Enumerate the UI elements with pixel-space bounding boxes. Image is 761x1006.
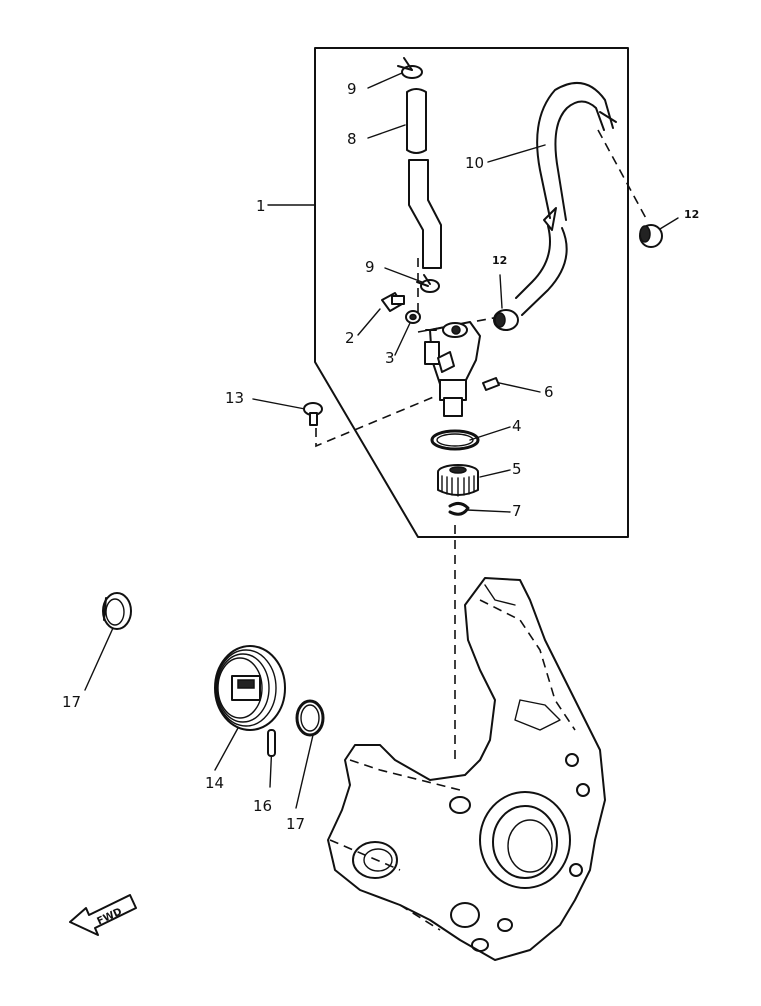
callout-8: 8	[347, 130, 357, 148]
mounting-screw	[303, 402, 323, 426]
callout-4: 4	[512, 417, 522, 435]
leader-lines	[84, 72, 679, 809]
grommet-right	[639, 224, 663, 248]
seal-ring-bottom	[295, 699, 325, 737]
washer	[405, 310, 421, 324]
pump-pin	[482, 377, 500, 391]
callout-9-top: 9	[347, 80, 357, 98]
callout-17-left: 17	[62, 693, 81, 711]
callout-12-right: 12	[684, 208, 699, 221]
callout-12-mid: 12	[492, 254, 507, 267]
oil-pump-body	[424, 321, 481, 417]
callout-17-bottom: 17	[286, 815, 305, 833]
oil-hose	[515, 81, 617, 316]
crankcase-housing	[327, 577, 606, 961]
callout-6: 6	[544, 383, 554, 401]
callout-14: 14	[205, 774, 224, 792]
callout-1: 1	[256, 197, 266, 215]
callout-16: 16	[253, 797, 272, 815]
o-ring	[430, 429, 480, 451]
callout-2: 2	[345, 329, 355, 347]
callout-10: 10	[465, 154, 484, 172]
alignment-lines	[315, 129, 649, 760]
callout-numbers: 1 2 3 4 5 6 7 8 9 9 10 12 12 13 14 16 17…	[62, 80, 699, 833]
bolt	[381, 292, 405, 312]
callout-9-mid: 9	[365, 258, 375, 276]
callout-13: 13	[225, 389, 244, 407]
circlip	[448, 501, 470, 516]
callout-7: 7	[512, 502, 522, 520]
grommet-mid	[493, 309, 519, 331]
hose-clamp-top	[397, 57, 423, 79]
callout-3: 3	[385, 349, 395, 367]
drive-gear	[437, 464, 479, 497]
seal-ring-left	[102, 592, 132, 630]
dowel-pin	[267, 729, 276, 757]
delivery-hose	[406, 88, 442, 269]
hose-clamp-mid	[416, 274, 440, 293]
callout-5: 5	[512, 460, 522, 478]
assembly-group-outline	[314, 47, 629, 538]
forward-direction-arrow: FWD	[69, 894, 137, 936]
pulley	[214, 645, 286, 731]
